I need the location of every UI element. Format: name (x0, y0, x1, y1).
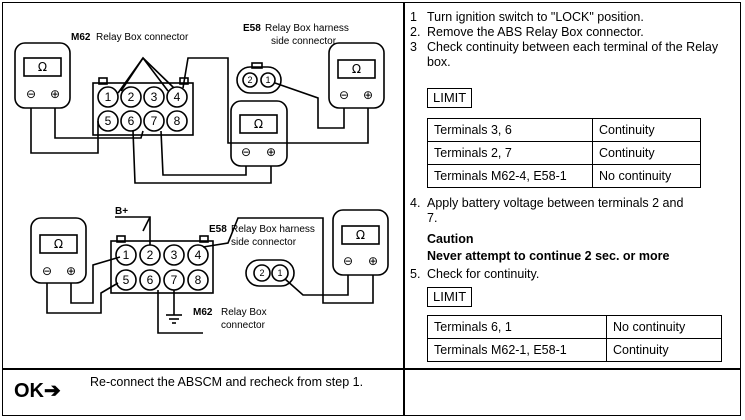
m62-code-label: M62 (71, 32, 91, 43)
e58-connector-top: 2 1 (236, 62, 282, 94)
negative-terminal-icon: ⊖ (42, 264, 52, 278)
table-row: Terminals M62-1, E58-1 Continuity (427, 338, 722, 362)
m62-label-line1: Relay Box (221, 307, 267, 318)
m62-label: Relay Box connector (96, 32, 189, 43)
pin-4: 4 (174, 90, 181, 104)
ohm-symbol: Ω (356, 228, 365, 242)
e58-pin-2: 2 (247, 75, 252, 85)
pin-3: 3 (151, 90, 158, 104)
table-cell: Terminals 3, 6 (427, 118, 593, 142)
e58-label-line2: side connector (231, 237, 297, 248)
pin-1: 1 (123, 248, 130, 262)
limit-label: LIMIT (427, 88, 473, 108)
page-frame (2, 2, 741, 416)
pin-6: 6 (147, 273, 154, 287)
step-number: 5. (410, 267, 421, 281)
ohmmeter-bottom-right: Ω ⊖ ⊕ (332, 209, 389, 276)
step-number: 4. (410, 196, 421, 210)
column-divider (403, 2, 405, 416)
table-row: Terminals M62-4, E58-1 No continuity (427, 164, 701, 188)
table-cell: No continuity (606, 315, 722, 339)
step-number: 3 (410, 40, 417, 54)
m62-code-label: M62 (193, 307, 213, 318)
pin-5: 5 (105, 114, 112, 128)
ohm-symbol: Ω (352, 62, 361, 76)
ohmmeter-top-left: Ω ⊖ ⊕ (14, 42, 71, 109)
step-text: Remove the ABS Relay Box connector. (427, 25, 644, 39)
table-cell: No continuity (592, 164, 701, 188)
ok-instruction-text: Re-connect the ABSCM and recheck from st… (90, 375, 364, 389)
positive-terminal-icon: ⊕ (266, 145, 276, 159)
positive-terminal-icon: ⊕ (66, 264, 76, 278)
table-cell: Continuity (606, 338, 722, 362)
battery-positive-label: B+ (115, 206, 128, 217)
table-row: Terminals 3, 6 Continuity (427, 118, 701, 142)
table-cell: Continuity (592, 141, 701, 165)
table-row: Terminals 6, 1 No continuity (427, 315, 722, 339)
table-cell: Continuity (592, 118, 701, 142)
m62-connector-top: 1 2 3 4 5 6 7 8 (92, 77, 194, 136)
negative-terminal-icon: ⊖ (241, 145, 251, 159)
table-row: Terminals 2, 7 Continuity (427, 141, 701, 165)
e58-pin-2: 2 (259, 268, 264, 278)
ohmmeter-top-middle: Ω ⊖ ⊕ (230, 100, 288, 167)
step-number: 1 (410, 10, 417, 24)
table-cell: Terminals 6, 1 (427, 315, 607, 339)
ohm-symbol: Ω (54, 237, 63, 251)
caution-text: Never attempt to continue 2 sec. or more (427, 249, 670, 263)
test-leads-bottom (46, 216, 374, 334)
positive-terminal-icon: ⊕ (363, 88, 373, 102)
pin-3: 3 (171, 248, 178, 262)
ohm-symbol: Ω (38, 60, 47, 74)
limit-label: LIMIT (427, 287, 473, 307)
negative-terminal-icon: ⊖ (339, 88, 349, 102)
e58-label-line2: side connector (271, 36, 337, 47)
m62-connector-bottom: 1 2 3 4 5 6 7 8 (110, 235, 214, 294)
ohm-symbol: Ω (254, 117, 263, 131)
e58-label-line1: Relay Box harness (231, 224, 315, 235)
limit-table-1: Terminals 3, 6 Continuity Terminals 2, 7… (427, 118, 701, 188)
step-text: Turn ignition switch to "LOCK" position. (427, 10, 644, 24)
table-cell: Terminals 2, 7 (427, 141, 593, 165)
caution-label: Caution (427, 232, 474, 246)
pin-1: 1 (105, 90, 112, 104)
limit-table-2: Terminals 6, 1 No continuity Terminals M… (427, 315, 722, 362)
positive-terminal-icon: ⊕ (50, 87, 60, 101)
pin-5: 5 (123, 273, 130, 287)
wiring-diagram: .w{fill:none;stroke:#000;stroke-width:1.… (14, 23, 389, 334)
e58-label-line1: Relay Box harness (265, 23, 349, 34)
pin-4: 4 (195, 248, 202, 262)
ohmmeter-bottom-left: Ω ⊖ ⊕ (30, 217, 87, 284)
pin-7: 7 (171, 273, 178, 287)
ok-arrow-label: OK➔ (14, 380, 61, 402)
step-text: Apply battery voltage between terminals … (427, 196, 684, 225)
e58-pin-1: 1 (265, 75, 270, 85)
test-leads-top (30, 56, 369, 184)
e58-connector-bottom: 2 1 (245, 259, 295, 287)
ohmmeter-top-right: Ω ⊖ ⊕ (328, 42, 385, 109)
e58-code-label: E58 (243, 23, 261, 34)
table-cell: Terminals M62-4, E58-1 (427, 164, 593, 188)
e58-pin-1: 1 (277, 268, 282, 278)
negative-terminal-icon: ⊖ (343, 254, 353, 268)
step-number: 2. (410, 25, 421, 39)
positive-terminal-icon: ⊕ (368, 254, 378, 268)
pin-8: 8 (195, 273, 202, 287)
m62-label-line2: connector (221, 320, 266, 331)
pin-2: 2 (147, 248, 154, 262)
pin-2: 2 (128, 90, 135, 104)
e58-code-label: E58 (209, 224, 227, 235)
step-text: Check for continuity. (427, 267, 540, 281)
pin-8: 8 (174, 114, 181, 128)
negative-terminal-icon: ⊖ (26, 87, 36, 101)
table-cell: Terminals M62-1, E58-1 (427, 338, 607, 362)
step-text: Check continuity between each terminal o… (427, 40, 719, 69)
footer-divider (2, 368, 741, 370)
pin-6: 6 (128, 114, 135, 128)
pin-7: 7 (151, 114, 158, 128)
